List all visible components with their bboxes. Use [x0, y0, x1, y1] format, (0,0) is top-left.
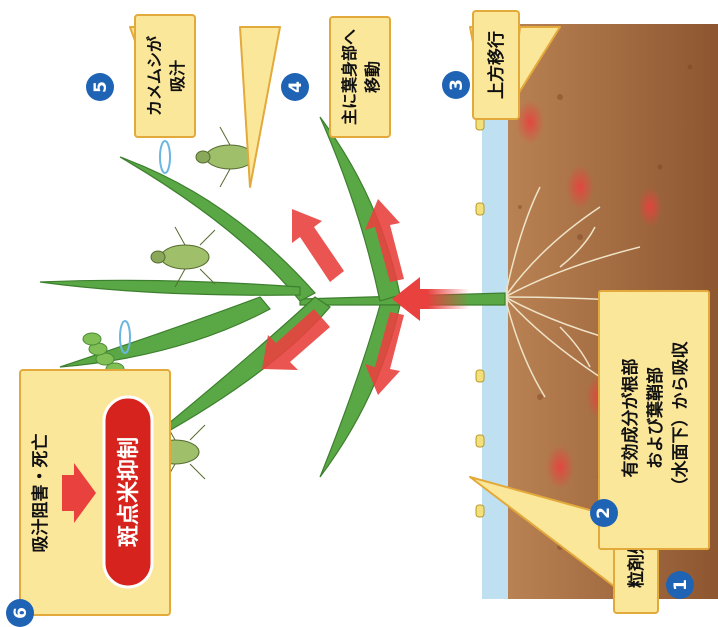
stink-bug-3: [196, 127, 254, 187]
callout-6: 6 吸汁阻害・死亡 斑点米抑制: [6, 370, 170, 627]
stink-bug-2: [151, 227, 215, 287]
callout-2-line-2: および葉鞘部: [644, 367, 669, 469]
badge-2: 2: [590, 499, 618, 527]
callout-4-label-line-1: 主に葉身部へ: [340, 29, 359, 125]
callout-6-label: 吸汁阻害・死亡: [30, 434, 51, 553]
callout-5-label-line-1: カメムシが: [145, 36, 164, 116]
callout-4-label-line-2: 移動: [363, 61, 382, 93]
callout-5-label-line-2: 吸汁: [168, 60, 187, 92]
upward-arrow-stem: [392, 277, 470, 321]
result-label: 斑点米抑制: [116, 437, 142, 547]
badge-2-number: 2: [594, 507, 614, 519]
badge-3-number: 3: [447, 79, 467, 91]
arrow-to-leaf-right: [292, 209, 344, 282]
callout-2-line-1: 有効成分が根部: [619, 359, 644, 478]
badge-5-number: 5: [91, 81, 111, 93]
callout-5: 5 カメムシが 吸汁: [86, 15, 195, 137]
callout-3: 3 上方移行: [442, 11, 519, 119]
badge-6-number: 6: [11, 607, 31, 619]
callout-2-line-3: （水面下）から吸収: [669, 342, 694, 495]
callout-3-label: 上方移行: [486, 31, 507, 99]
badge-4-number: 4: [286, 81, 306, 93]
callout-4: 4 主に葉身部へ 移動: [281, 17, 390, 137]
